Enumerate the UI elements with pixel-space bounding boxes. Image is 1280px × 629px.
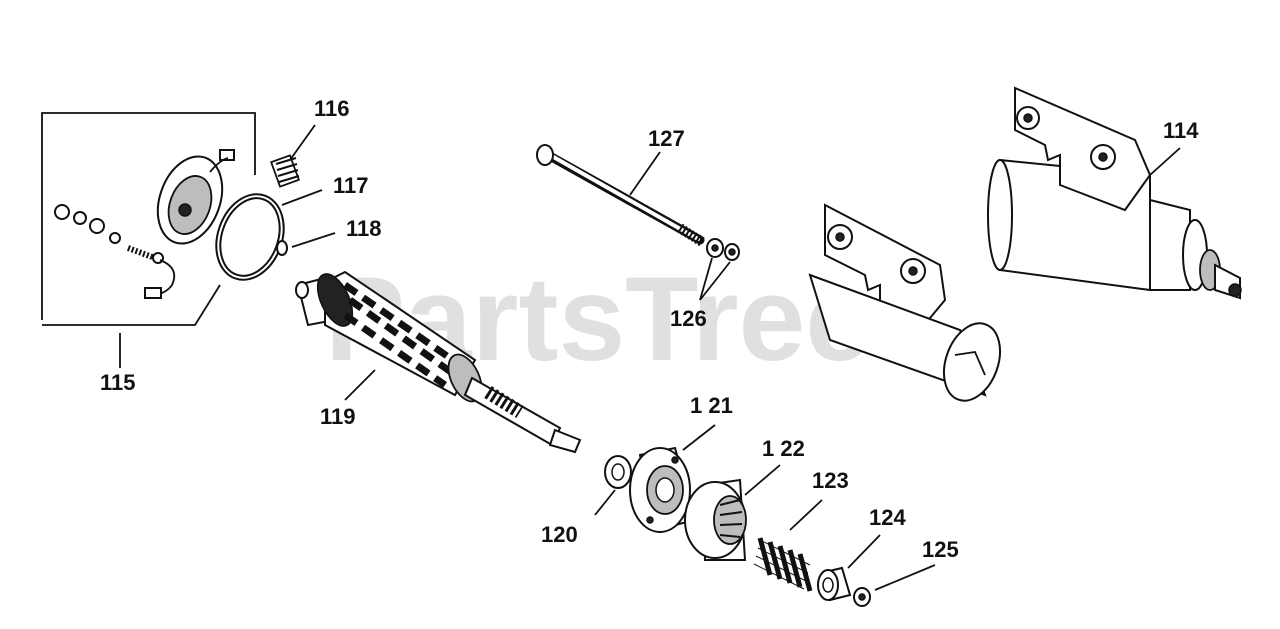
end-cap-icon (629, 446, 697, 533)
washers-icon (706, 238, 740, 261)
washer-icon (604, 455, 632, 489)
spring-icon (270, 154, 300, 188)
starter-motor-assembly-icon[interactable] (987, 86, 1242, 300)
part-labels: 114 115 116 117 118 119 120 1 21 1 22 12… (100, 96, 1199, 562)
label-115[interactable]: 115 (100, 370, 136, 395)
label-125[interactable]: 125 (922, 537, 959, 562)
leader-lines (119, 124, 1181, 591)
label-116[interactable]: 116 (314, 96, 350, 121)
drive-pinion-icon (684, 478, 747, 561)
nut-icon (853, 587, 871, 607)
label-123[interactable]: 123 (812, 468, 849, 493)
brush-plate-kit-icon (41, 112, 256, 326)
armature-icon (295, 270, 582, 454)
label-122[interactable]: 1 22 (762, 436, 805, 461)
label-124[interactable]: 124 (869, 505, 906, 530)
starter-housing-sleeve-icon (808, 203, 1002, 402)
label-118[interactable]: 118 (346, 216, 382, 241)
label-121[interactable]: 1 21 (690, 393, 733, 418)
label-117[interactable]: 117 (333, 173, 369, 198)
label-114[interactable]: 114 (1163, 118, 1199, 143)
label-127[interactable]: 127 (648, 126, 685, 151)
label-120[interactable]: 120 (541, 522, 578, 547)
through-bolt-icon (536, 144, 705, 247)
label-126[interactable]: 126 (670, 306, 707, 331)
label-119[interactable]: 119 (320, 404, 356, 429)
collar-icon (817, 566, 852, 602)
spring-icon (753, 537, 813, 592)
small-ring-icon (276, 240, 288, 256)
